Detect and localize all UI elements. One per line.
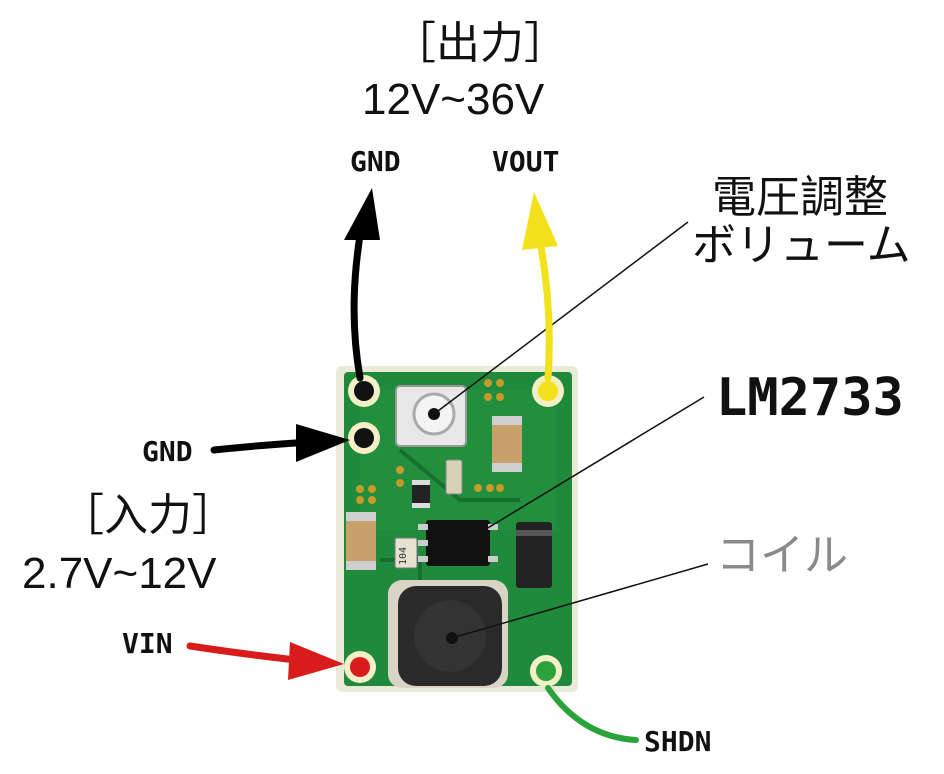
vias bbox=[356, 379, 504, 504]
callout-lines bbox=[433, 221, 709, 639]
capacitor-left bbox=[346, 512, 376, 570]
gnd-out-arrow bbox=[344, 188, 380, 382]
label-shdn: SHDN bbox=[644, 725, 712, 758]
label-gnd-in: GND bbox=[142, 435, 193, 468]
pad-vout bbox=[532, 375, 564, 407]
input-range: 2.7V~12V bbox=[22, 549, 217, 598]
gnd-in-arrow bbox=[210, 424, 350, 462]
label-vin: VIN bbox=[122, 627, 173, 660]
vin-arrow bbox=[186, 642, 344, 680]
output-heading: ［出力］ bbox=[392, 19, 568, 68]
coil-callout: コイル bbox=[716, 531, 848, 580]
callout-dots bbox=[428, 408, 464, 644]
diode bbox=[516, 522, 552, 588]
vout-arrow bbox=[522, 192, 558, 382]
capacitor-top-right bbox=[492, 416, 522, 472]
label-gnd-out: GND bbox=[350, 145, 401, 178]
pad-shdn bbox=[530, 655, 562, 687]
output-range: 12V~36V bbox=[362, 75, 545, 124]
pot-callout-line1: 電圧調整 bbox=[712, 173, 888, 222]
ic-callout: LM2733 bbox=[716, 368, 904, 428]
input-heading: ［入力］ bbox=[60, 491, 236, 540]
smd-parts bbox=[394, 459, 463, 569]
pad-vin bbox=[344, 651, 376, 683]
label-vout: VOUT bbox=[492, 145, 560, 178]
resistor-code: 104 bbox=[398, 547, 409, 565]
pad-gnd-out bbox=[348, 375, 380, 407]
shdn-line bbox=[545, 685, 639, 743]
pot-callout-line2: ボリューム bbox=[692, 221, 911, 270]
pad-gnd-in bbox=[348, 422, 380, 454]
